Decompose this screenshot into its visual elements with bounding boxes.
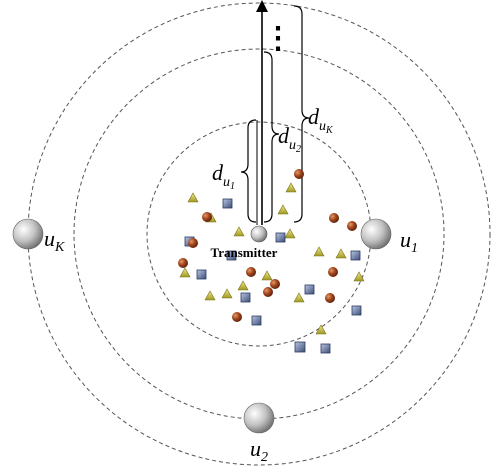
label-du1: du1 — [212, 160, 235, 192]
triangle-icon — [285, 182, 297, 193]
ring-outer — [27, 2, 491, 466]
square-icon — [275, 232, 286, 243]
distance-axis — [256, 0, 268, 225]
label-u1: u1 — [400, 227, 418, 256]
label-duK: duK — [308, 104, 334, 136]
square-icon — [240, 292, 251, 303]
user-u2: u2 — [243, 402, 275, 465]
distance-braces — [240, 5, 310, 223]
arrow-head-icon — [256, 0, 268, 12]
brace-duK — [293, 5, 310, 223]
square-icon — [320, 343, 331, 354]
square-icon — [226, 250, 237, 261]
circle-icon — [329, 213, 339, 223]
square-icon — [294, 341, 306, 353]
triangle-icon — [277, 204, 289, 215]
triangle-icon — [353, 271, 365, 282]
brace-du1 — [240, 119, 257, 223]
square-icon — [222, 198, 233, 209]
triangle-icon — [204, 290, 216, 301]
triangle-icon — [187, 192, 199, 203]
circle-icon — [347, 221, 357, 231]
user-uK: uK — [12, 218, 65, 255]
square-icon — [251, 315, 262, 326]
triangle-icon — [261, 270, 273, 281]
gray-sphere-icon — [360, 218, 392, 250]
scatterers-triangles — [179, 182, 365, 335]
transmitter: Transmitter — [211, 225, 278, 260]
user-u1: u1 — [360, 218, 418, 256]
circle-icon — [325, 293, 335, 303]
circle-icon — [246, 267, 256, 277]
triangle-icon — [179, 267, 191, 278]
triangle-icon — [293, 292, 305, 303]
triangle-icon — [221, 288, 233, 299]
circle-icon — [202, 212, 212, 222]
circle-icon — [178, 258, 188, 268]
scatterers-circles — [178, 169, 357, 322]
square-icon — [196, 269, 207, 280]
triangle-icon — [313, 246, 325, 257]
transmitter-sphere-icon — [250, 225, 268, 243]
gray-sphere-icon — [12, 218, 44, 250]
circle-icon — [263, 287, 273, 297]
circle-icon — [188, 238, 198, 248]
brace-du2 — [263, 51, 280, 223]
triangle-icon — [284, 228, 296, 239]
square-icon — [350, 250, 361, 261]
triangle-icon — [237, 280, 249, 291]
triangle-icon — [335, 248, 347, 259]
label-du2: du2 — [278, 123, 301, 155]
circle-icon — [270, 279, 280, 289]
label-u2: u2 — [250, 436, 268, 465]
triangle-icon — [315, 324, 327, 335]
circle-icon — [232, 312, 242, 322]
ellipsis-dots: ⋮ — [263, 22, 293, 55]
circle-icon — [328, 267, 338, 277]
triangle-icon — [233, 226, 245, 237]
label-uK: uK — [44, 226, 65, 255]
circle-icon — [294, 169, 304, 179]
gray-sphere-icon — [243, 402, 275, 434]
square-icon — [351, 305, 362, 316]
square-icon — [304, 284, 315, 295]
transmitter-label: Transmitter — [211, 245, 278, 260]
